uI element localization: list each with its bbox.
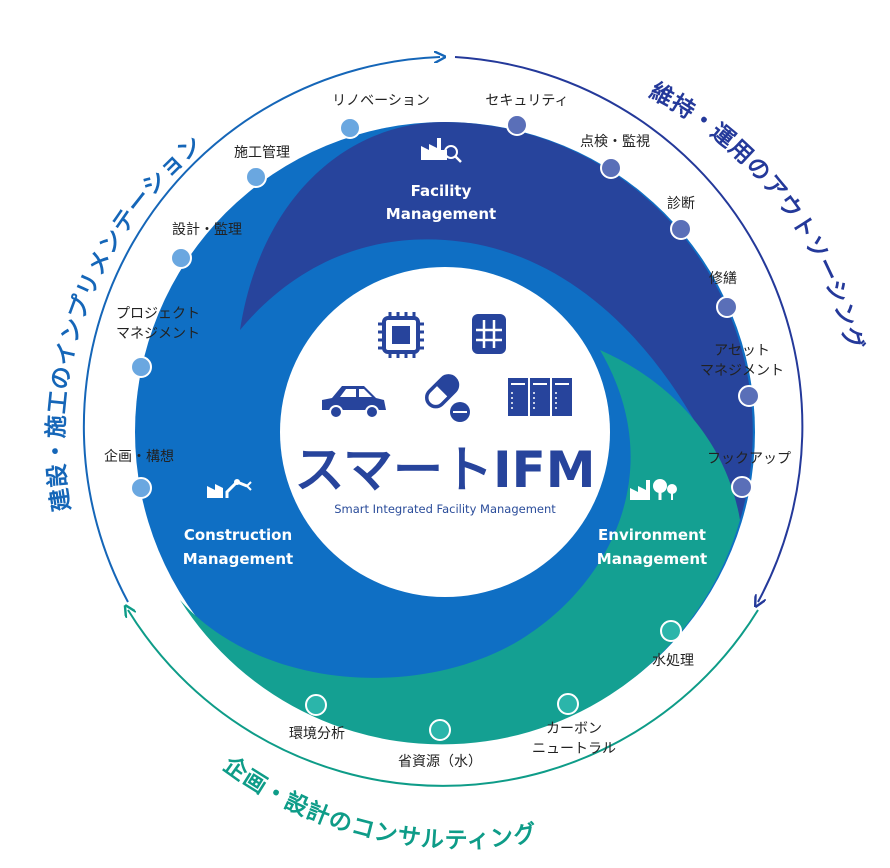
node-dot-water-treatment: [660, 620, 682, 642]
center-title: スマートIFM: [294, 441, 595, 499]
node-dot-environmental-analysis: [305, 694, 327, 716]
node-dot-project-management: [130, 356, 152, 378]
factory-robot-arm-icon: [207, 479, 252, 498]
node-label-water-treatment: 水処理: [652, 653, 694, 669]
node-label-inspection-monitoring: 点検・監視: [580, 133, 650, 150]
node-dot-design-supervision: [170, 247, 192, 269]
factory-trees-icon: [630, 479, 677, 500]
node-label-asset-management-1: アセット: [714, 343, 770, 359]
chip-icon: [378, 312, 424, 358]
node-label-design-supervision: 設計・監理: [172, 221, 242, 238]
node-label-construction-management: 施工管理: [234, 145, 290, 161]
environment-label-group: Environment Management: [597, 479, 707, 568]
node-label-renovation: リノベーション: [332, 93, 430, 109]
node-dot-backup: [731, 476, 753, 498]
facility-title-line2: Management: [386, 205, 496, 223]
node-dot-inspection-monitoring: [600, 157, 622, 179]
node-dot-security: [506, 114, 528, 136]
server-rack-icon: [508, 378, 572, 416]
node-label-backup: フックアップ: [707, 451, 791, 467]
capsule-pill-icon: [425, 374, 470, 422]
node-label-planning-concept: 企画・構想: [104, 448, 174, 465]
center-subtitle: Smart Integrated Facility Management: [334, 502, 556, 516]
node-label-security: セキュリティ: [485, 93, 568, 109]
node-label-project-management-2: マネジメント: [116, 326, 200, 342]
facility-cycle-arc: [454, 56, 804, 602]
environment-arc-text: 企画・設計のコンサルティング: [218, 750, 539, 853]
node-label-project-management-1: プロジェクト: [116, 306, 200, 322]
factory-analytics-icon: [421, 138, 462, 163]
environment-arc-label: 企画・設計のコンサルティング: [218, 750, 540, 853]
construction-cycle-arc: [82, 57, 440, 603]
node-dot-repair: [716, 296, 738, 318]
car-icon: [322, 386, 386, 419]
node-label-asset-management-2: マネジメント: [700, 363, 784, 379]
construction-label-group: Construction Management: [183, 479, 293, 568]
outer-cycle-arcs: [82, 56, 804, 787]
node-label-repair: 修繕: [709, 271, 737, 287]
node-dot-renovation: [339, 117, 361, 139]
service-nodes: 企画・構想 プロジェクト マネジメント 設計・監理 施工管理 リノベーション セ…: [104, 93, 791, 770]
environment-cycle-arc: [128, 610, 759, 787]
environment-title-line1: Environment: [598, 526, 706, 544]
facility-title-line1: Facility: [411, 182, 472, 200]
node-label-resource-saving-water: 省資源（水）: [398, 754, 482, 770]
node-label-environmental-analysis: 環境分析: [289, 726, 345, 742]
environment-title-line2: Management: [597, 550, 707, 568]
construction-title-line1: Construction: [184, 526, 292, 544]
node-dot-construction-management: [245, 166, 267, 188]
node-dot-planning-concept: [130, 477, 152, 499]
node-dot-diagnosis: [670, 218, 692, 240]
node-dot-resource-saving-water: [429, 719, 451, 741]
node-dot-carbon-neutral: [557, 693, 579, 715]
facility-label-group: Facility Management: [386, 138, 496, 223]
node-label-carbon-neutral-1: カーボン: [546, 721, 602, 737]
node-dot-asset-management: [738, 385, 760, 407]
facility-sector: [240, 122, 753, 520]
center-disc: [280, 267, 610, 597]
node-label-diagnosis: 診断: [667, 196, 695, 212]
management-ring: [135, 122, 755, 745]
environment-sector: [180, 350, 740, 745]
node-label-carbon-neutral-2: ニュートラル: [532, 741, 616, 757]
sim-card-icon: [472, 314, 506, 354]
construction-title-line2: Management: [183, 550, 293, 568]
center-content: スマートIFM Smart Integrated Facility Manage…: [294, 312, 596, 516]
